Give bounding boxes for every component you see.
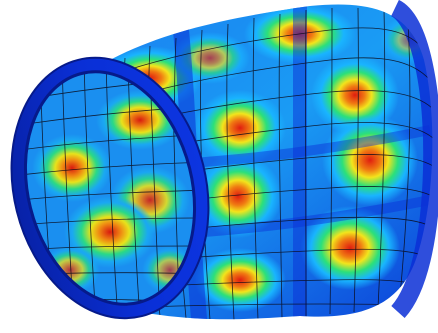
cylinder-open-end [10,56,211,321]
